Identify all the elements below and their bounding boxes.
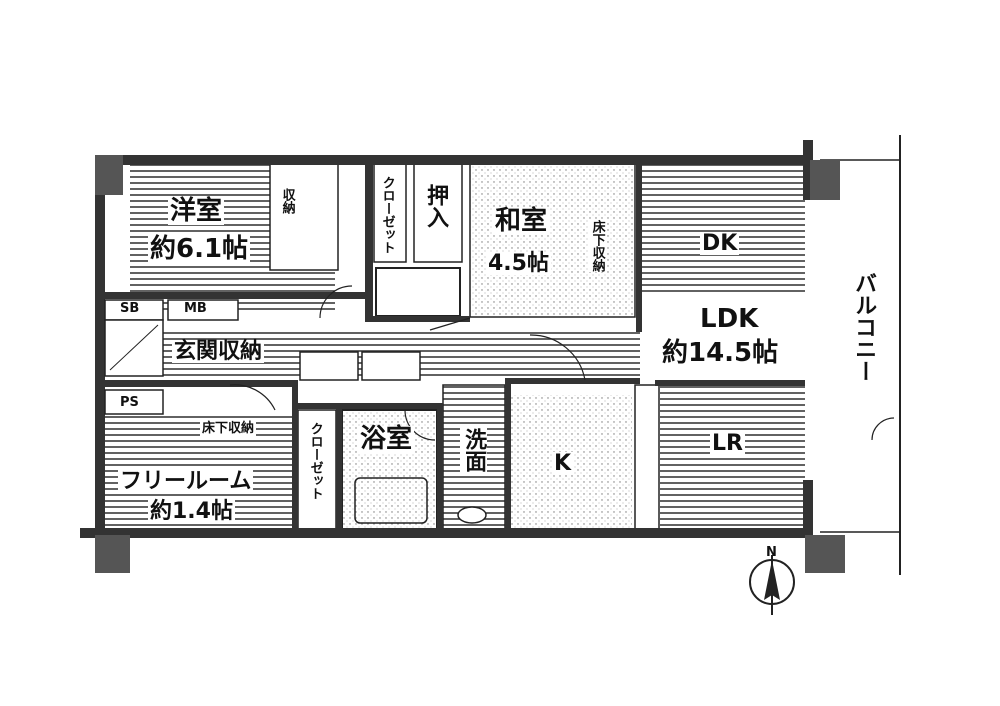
wall-western-right bbox=[365, 162, 373, 322]
japanese-room-name: 和室 bbox=[493, 206, 550, 236]
compass-arrow bbox=[764, 560, 780, 600]
closet-low-floor bbox=[375, 267, 461, 317]
column-bottom-left bbox=[95, 535, 130, 573]
western-room-name: 洋室 bbox=[168, 196, 225, 226]
door-arc-free bbox=[229, 384, 276, 411]
kitchen-counter bbox=[634, 384, 660, 531]
oshiire-label: 押入 bbox=[423, 184, 449, 228]
wall-kitchen-top bbox=[505, 378, 640, 384]
wall-wash-right bbox=[505, 380, 511, 533]
bathroom-label: 浴室 bbox=[358, 424, 415, 454]
wall-top bbox=[95, 155, 810, 165]
ldk-name: LDK bbox=[700, 304, 759, 334]
free-room-name: フリールーム bbox=[118, 469, 254, 494]
ldk-label-floor bbox=[640, 292, 805, 380]
under-floor-storage-2-label: 床下収納 bbox=[200, 421, 257, 436]
corridor-storage bbox=[299, 351, 359, 381]
wall-right-top bbox=[803, 140, 813, 200]
column-top-right bbox=[810, 160, 840, 200]
closet-2-label: クローゼット bbox=[307, 422, 323, 500]
western-storage-floor bbox=[269, 161, 339, 271]
entrance-storage-label: 玄関収納 bbox=[172, 339, 265, 364]
compass-north-label: N bbox=[766, 545, 777, 560]
door-arc-western bbox=[319, 285, 353, 319]
lr-label: LR bbox=[710, 431, 745, 456]
wall-japanese-right bbox=[636, 162, 642, 332]
wall-bath-top bbox=[298, 403, 443, 409]
mb-box bbox=[167, 299, 239, 321]
column-bottom-right bbox=[805, 535, 845, 573]
wall-free-top bbox=[95, 380, 295, 387]
balcony-door-arc bbox=[871, 417, 895, 441]
wall-right-bottom bbox=[803, 480, 813, 538]
western-storage-label: 収納 bbox=[278, 188, 296, 214]
wall-left bbox=[95, 155, 105, 538]
lr-floor bbox=[660, 385, 805, 530]
ldk-size: 約14.5帖 bbox=[662, 338, 779, 368]
door-arc-ldk bbox=[529, 334, 586, 381]
closet-1-label: クローゼット bbox=[379, 176, 395, 254]
wall-lr-top bbox=[655, 380, 805, 386]
mb-label: MB bbox=[184, 301, 207, 316]
kitchen-label: K bbox=[552, 451, 574, 476]
wall-western-bottom bbox=[95, 292, 365, 299]
sb-label: SB bbox=[120, 301, 140, 316]
wall-closet-low bbox=[370, 316, 470, 322]
wall-bath-right bbox=[437, 405, 443, 533]
ps-label: PS bbox=[120, 395, 139, 410]
wash-basin bbox=[457, 506, 487, 524]
japanese-room-floor bbox=[469, 161, 636, 318]
under-floor-storage-1-label: 床下収納 bbox=[588, 220, 606, 272]
entrance-swing bbox=[109, 324, 159, 371]
oshiire-floor bbox=[413, 161, 463, 263]
washroom-label: 洗面 bbox=[460, 428, 488, 472]
japanese-room-size: 4.5帖 bbox=[486, 251, 551, 276]
balcony-label: バルコニー bbox=[851, 272, 877, 382]
dk-floor bbox=[640, 162, 805, 292]
corridor-storage-2 bbox=[361, 351, 421, 381]
dk-label: DK bbox=[700, 231, 740, 256]
bathtub bbox=[354, 477, 428, 524]
wall-bath-left bbox=[336, 405, 342, 533]
door-arc-japanese bbox=[429, 317, 471, 331]
wall-bottom bbox=[80, 528, 810, 538]
ps-box bbox=[104, 389, 164, 415]
wall-free-right bbox=[292, 380, 298, 535]
free-room-size: 約1.4帖 bbox=[148, 499, 235, 524]
column-top-left bbox=[95, 155, 123, 195]
western-room-size: 約6.1帖 bbox=[148, 234, 251, 264]
